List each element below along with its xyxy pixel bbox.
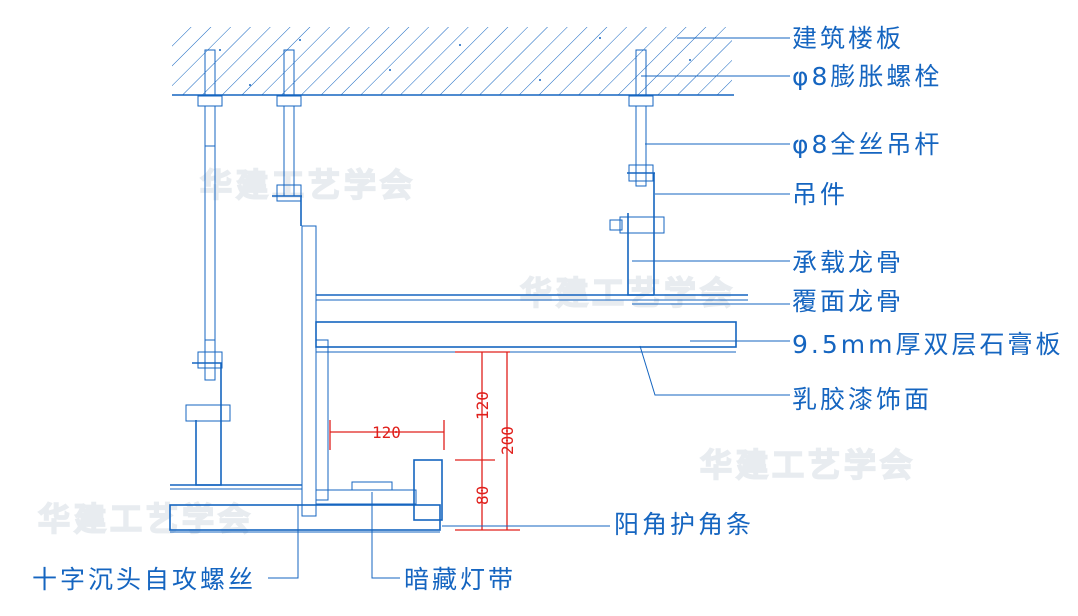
- vertical-wall: [301, 225, 329, 517]
- label-expansion-bolt: φ8膨胀螺栓: [792, 62, 942, 91]
- watermark: 华建工艺学会: [520, 274, 736, 312]
- hanger-rod-left: [185, 49, 231, 486]
- dimensions: 120 120 80 200: [329, 351, 520, 531]
- light-trough: [315, 459, 443, 521]
- dim-upper-drop: 120: [473, 391, 492, 420]
- gypsum-board-lower: [169, 504, 441, 533]
- dim-lip-height: 80: [473, 486, 492, 505]
- dim-total-drop: 200: [498, 426, 517, 455]
- watermark: 华建工艺学会: [200, 166, 416, 204]
- watermark-group: 华建工艺学会 华建工艺学会 华建工艺学会 华建工艺学会: [37, 165, 916, 539]
- label-threaded-rod: φ8全丝吊杆: [792, 130, 942, 159]
- floor-slab: [172, 27, 734, 96]
- watermark: 华建工艺学会: [700, 446, 916, 484]
- label-floor-slab: 建筑楼板: [792, 24, 904, 53]
- label-light-strip: 暗藏灯带: [404, 565, 516, 594]
- label-gypsum-board: 9.5mm厚双层石膏板: [792, 330, 1063, 359]
- leader-lines: [268, 37, 790, 579]
- label-main-runner: 承载龙骨: [792, 248, 904, 277]
- dim-trough-width: 120: [372, 423, 401, 442]
- gypsum-board-upper: [315, 321, 737, 353]
- label-hanger: 吊件: [792, 180, 848, 209]
- label-latex-paint: 乳胶漆饰面: [792, 385, 932, 414]
- label-screw: 十字沉头自攻螺丝: [32, 565, 256, 594]
- hanger-rod-middle: [272, 49, 302, 226]
- label-cover-runner: 覆面龙骨: [792, 287, 904, 316]
- label-corner-bead: 阳角护角条: [614, 510, 754, 539]
